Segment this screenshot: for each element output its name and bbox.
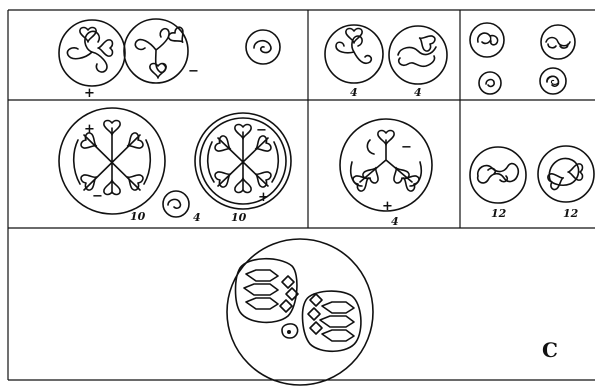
sign-plus-p5: + (382, 199, 393, 214)
sign-plus-p1: + (84, 86, 95, 101)
count-p2-left: 4 (350, 86, 358, 99)
right-chromosome-group (320, 302, 354, 341)
count-p4-left: 10 (130, 210, 146, 223)
count-p4-right: 10 (231, 211, 247, 224)
left-chromosome-group (244, 270, 278, 309)
cell-curl-tl (470, 23, 504, 57)
cell-twisted-pair (389, 26, 447, 84)
sign-minus-p1: − (188, 64, 199, 79)
cell-x-right (195, 113, 291, 209)
panel-7-cell (227, 239, 373, 385)
cell-x-left (59, 108, 165, 214)
cell-trefoil-large (340, 119, 432, 211)
sign-minus-p4-tr: − (256, 123, 267, 138)
count-p6-left: 12 (491, 207, 507, 220)
sign-plus-p4-tl: + (84, 122, 95, 137)
cell-dot-br (540, 68, 566, 94)
cell-loop-right (538, 146, 594, 202)
panel-5-cells: − + 4 (340, 119, 432, 228)
sign-minus-p4-bl: − (92, 189, 103, 204)
count-p6-right: 12 (563, 207, 579, 220)
cell-dot-bl (479, 72, 501, 94)
panel-6-cells: 12 12 (470, 146, 594, 220)
panel-label-c: C (542, 338, 558, 362)
panel-2-cells: 4 4 (325, 25, 447, 99)
count-p4-small: 4 (193, 211, 201, 224)
cell-curl-tr (541, 25, 575, 59)
central-body (282, 324, 298, 338)
panel-3-cells (470, 23, 575, 94)
panel-1-cells: + − (59, 19, 280, 101)
sign-plus-p4-br: + (258, 190, 269, 205)
count-p5: 4 (391, 215, 399, 228)
sign-minus-p5: − (401, 140, 412, 155)
cell-small-curl-p4 (163, 191, 189, 217)
count-p2-right: 4 (414, 86, 422, 99)
cell-trefoil-c (325, 25, 383, 83)
panel-4-cells: + − 10 4 − + 10 (59, 108, 291, 224)
cell-trefoil-a (59, 20, 125, 86)
cell-small-curl (246, 30, 280, 64)
cell-trefoil-b (124, 19, 189, 83)
cell-coil-left (470, 147, 526, 203)
